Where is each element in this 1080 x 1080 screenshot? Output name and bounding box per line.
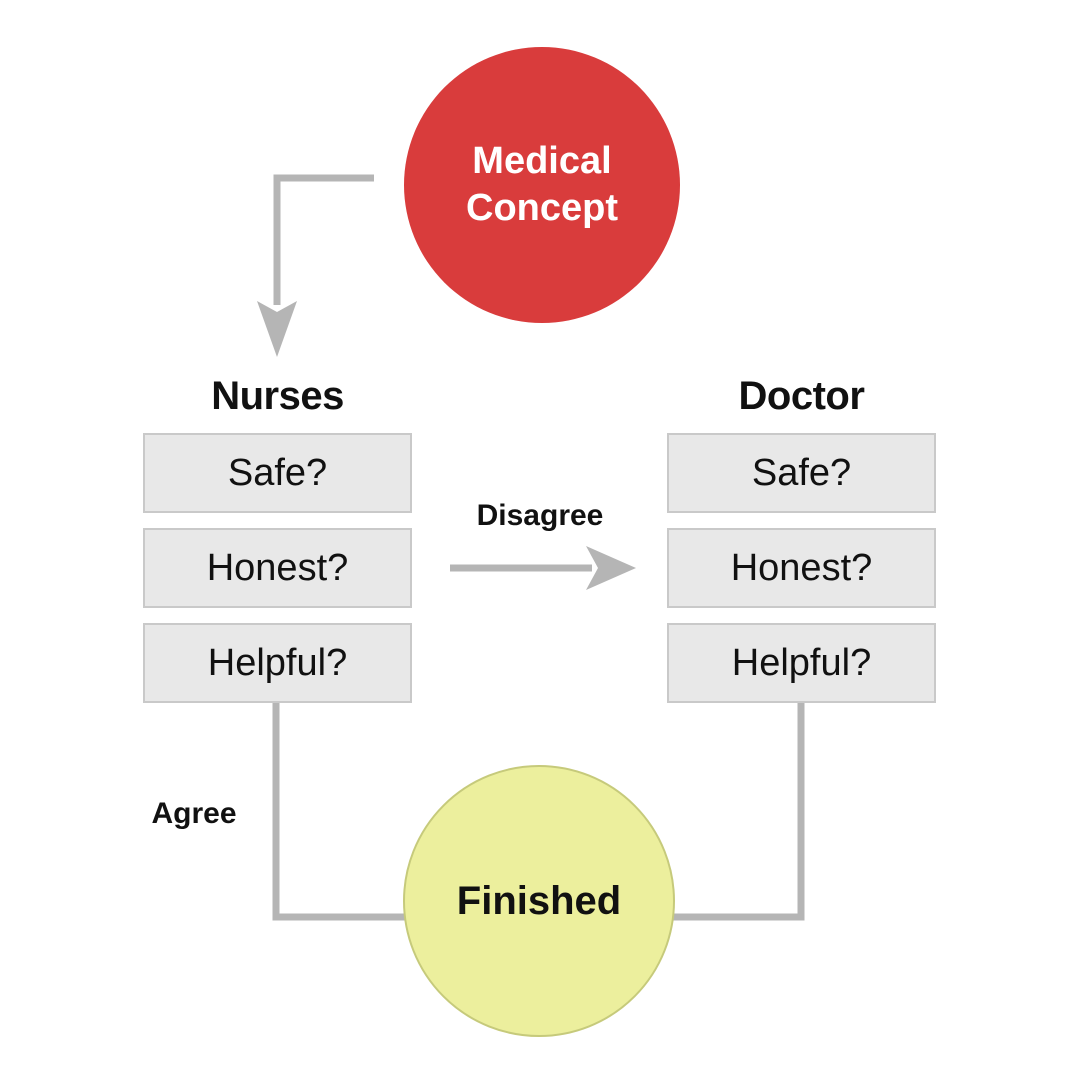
medical-concept-node: Medical Concept [404,47,680,323]
disagree-label: Disagree [476,499,604,532]
nurses-helpful-box: Helpful? [143,623,412,703]
doctor-column: Safe? Honest? Helpful? [667,433,936,718]
finished-label: Finished [456,878,622,923]
box-label: Helpful? [207,641,348,684]
start-to-nurses-connector [273,174,374,305]
doctor-to-finished-connector [650,702,805,921]
arrowhead-down-icon [257,301,297,357]
nurses-honest-box: Honest? [143,528,412,608]
box-label: Helpful? [731,641,872,684]
doctor-column-title: Doctor [738,374,865,418]
arrowhead-right-icon [586,546,636,590]
box-label: Honest? [730,546,873,589]
doctor-helpful-box: Helpful? [667,623,936,703]
nurses-column-title: Nurses [211,374,344,418]
nurses-to-finished-connector [272,702,440,921]
box-label: Safe? [751,451,852,494]
box-label: Safe? [227,451,328,494]
medical-concept-label: Medical Concept [466,139,618,230]
nurses-safe-box: Safe? [143,433,412,513]
box-label: Honest? [206,546,349,589]
finished-node: Finished [403,765,675,1037]
doctor-honest-box: Honest? [667,528,936,608]
nurses-column: Safe? Honest? Helpful? [143,433,412,718]
agree-label: Agree [151,797,237,830]
doctor-safe-box: Safe? [667,433,936,513]
